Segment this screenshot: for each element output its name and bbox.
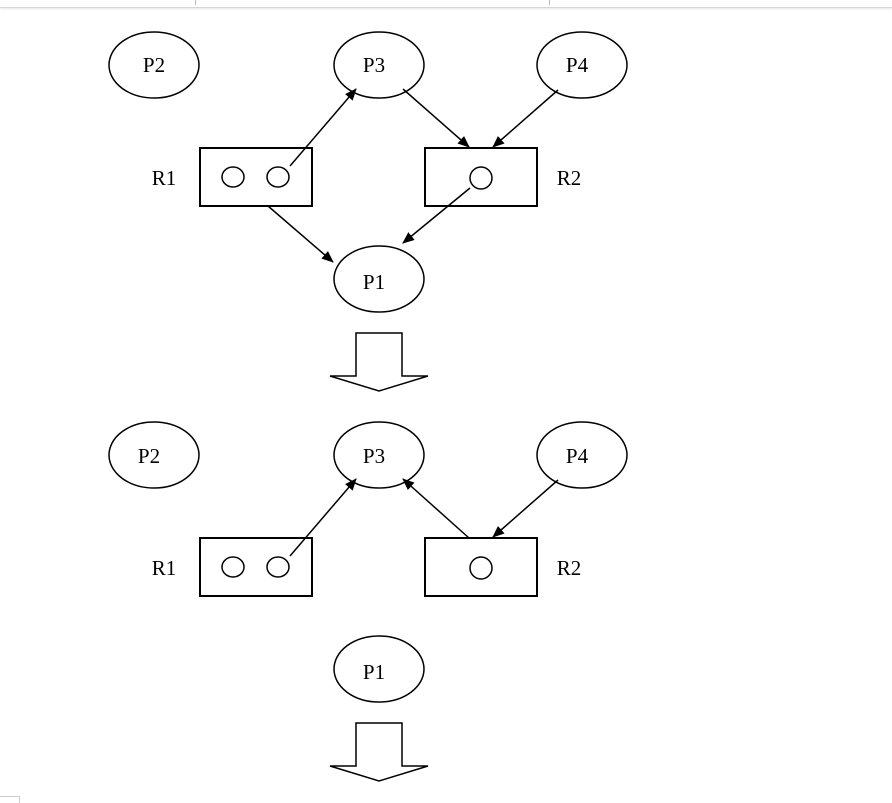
ruler-bar — [0, 0, 892, 8]
process-node-p1: P1 — [333, 635, 425, 703]
process-node-p3: P3 — [333, 31, 425, 99]
resource-instance — [266, 166, 290, 188]
edge-r2-p1 — [402, 187, 471, 244]
transition-arrow-icon — [329, 722, 429, 782]
process-label: P4 — [566, 53, 589, 77]
edge-p3-r2 — [402, 88, 470, 148]
resource-instance — [469, 166, 493, 190]
resource-instance — [266, 556, 290, 578]
process-label: P3 — [363, 53, 385, 77]
stage-1-graph: P2 P3 P4 P1 R1 R2 — [108, 31, 628, 313]
process-label: P2 — [138, 444, 160, 468]
edge-p4-r2 — [492, 89, 559, 148]
edge-p4-r2 — [492, 479, 559, 538]
process-label: P4 — [566, 444, 589, 468]
resource-node-r1: R1 — [152, 147, 313, 207]
resource-label: R1 — [152, 166, 177, 190]
transition-arrow-icon — [329, 332, 429, 392]
ruler-marker — [195, 0, 196, 5]
page-corner-marker — [0, 796, 20, 803]
ruler-marker — [549, 0, 550, 5]
process-node-p2: P2 — [108, 421, 200, 489]
process-node-p4: P4 — [536, 421, 628, 489]
process-node-p3: P3 — [333, 421, 425, 489]
resource-node-r1: R1 — [152, 537, 313, 597]
resource-label: R2 — [557, 556, 582, 580]
stage-2-graph: P2 P3 P4 P1 R1 R2 — [108, 421, 628, 703]
edge-r1-p1 — [267, 205, 334, 263]
process-node-p2: P2 — [108, 31, 200, 99]
resource-instance — [469, 556, 493, 580]
resource-node-r2: R2 — [424, 147, 582, 207]
resource-node-r2: R2 — [424, 537, 582, 597]
resource-label: R2 — [557, 166, 582, 190]
resource-label: R1 — [152, 556, 177, 580]
edge-r1-p3 — [289, 88, 357, 167]
process-node-p1: P1 — [333, 245, 425, 313]
process-label: P1 — [363, 660, 385, 684]
process-node-p4: P4 — [536, 31, 628, 99]
resource-instance — [221, 556, 245, 578]
process-label: P2 — [143, 53, 165, 77]
resource-instance — [221, 166, 245, 188]
edge-r1-p3 — [289, 478, 357, 557]
edge-r2-p3 — [402, 478, 470, 539]
process-label: P3 — [363, 444, 385, 468]
process-label: P1 — [363, 270, 385, 294]
